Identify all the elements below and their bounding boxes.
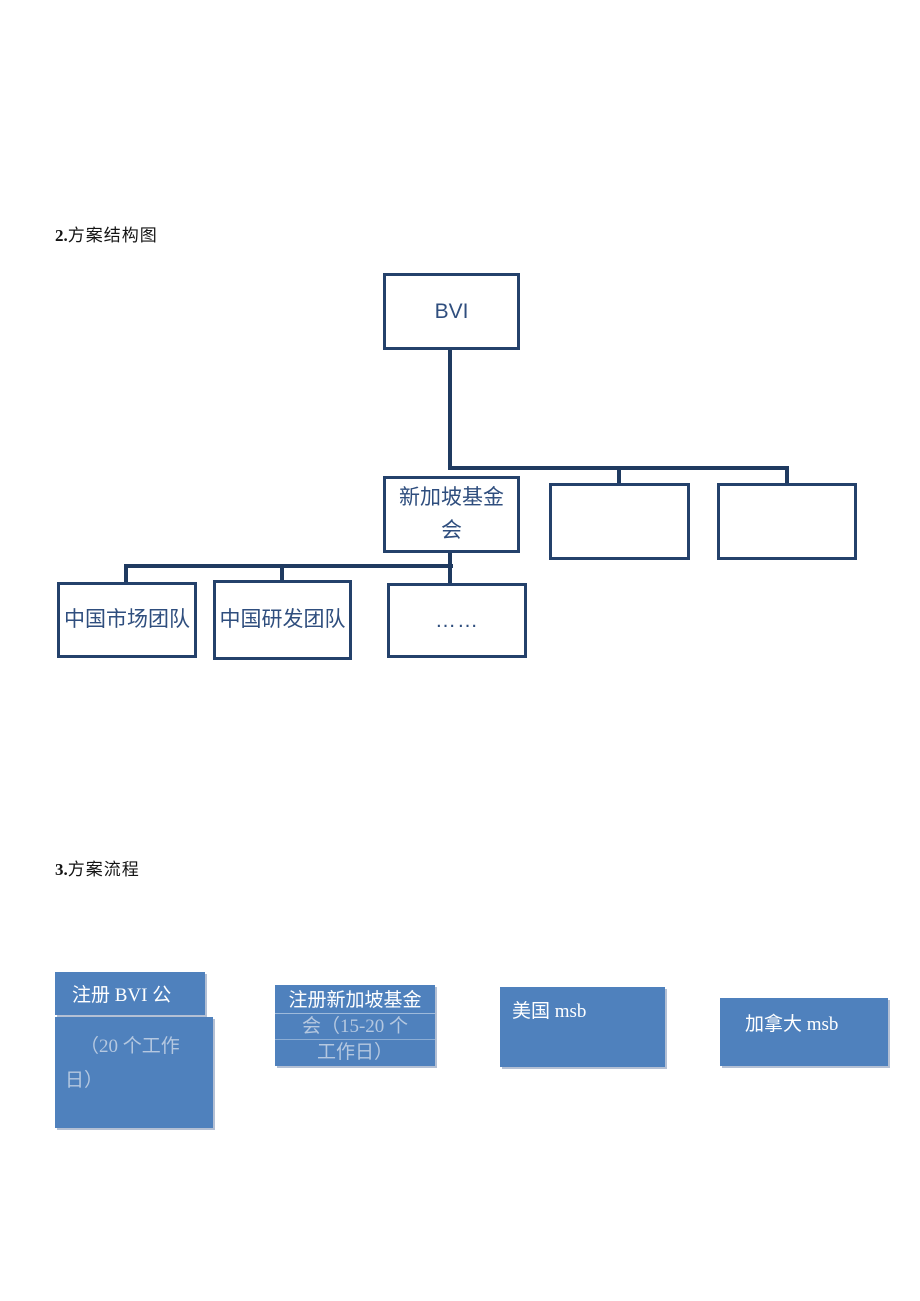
connector-drop-team-2 [280,568,284,581]
org-box-empty-2 [717,483,857,560]
org-box-china-market-team-label: 中国市场团队 [64,608,190,632]
org-box-empty-1 [549,483,690,560]
flow-step-singapore-fund-line-1: 注册新加坡基金 [275,988,435,1014]
flow-step-singapore-fund-box: 注册新加坡基金 会（15-20 个 工作日） [275,985,435,1066]
flow-step-bvi-title-box: 注册 BVI 公 [55,972,205,1015]
connector-top-horizontal [448,466,789,470]
section-number: 2. [55,226,68,245]
section-heading-structure: 2.方案结构图 [55,221,158,246]
flow-step-us-msb-box: 美国 msb [500,987,665,1067]
org-box-china-rd-team: 中国研发团队 [213,580,352,660]
flow-step-singapore-fund-line-2: 会（15-20 个 [275,1014,435,1040]
flow-step-us-msb-label: 美国 msb [512,1001,587,1022]
org-box-singapore-fund: 新加坡基金会 [383,476,520,553]
connector-bottom-horizontal [124,564,453,568]
connector-bvi-down [448,350,452,467]
org-box-china-rd-team-label: 中国研发团队 [219,608,346,632]
org-box-singapore-fund-label: 新加坡基金会 [399,485,504,542]
flow-step-bvi-label: 注册 BVI 公 [72,985,172,1006]
flow-step-bvi-duration-line-1: （20 个工作 [80,1036,180,1057]
section-number: 3. [55,860,68,879]
flow-step-canada-msb-box: 加拿大 msb [720,998,888,1066]
org-box-bvi: BVI [383,273,520,350]
flow-step-bvi-duration-box: （20 个工作 日） [55,1017,213,1128]
flow-step-bvi-duration-line-2: 日） [65,1070,104,1091]
connector-drop-empty-box-1 [617,470,621,484]
org-box-china-market-team: 中国市场团队 [57,582,197,658]
connector-drop-empty-box-2 [785,470,789,484]
org-box-bvi-label: BVI [434,299,469,323]
flow-step-canada-msb-label: 加拿大 msb [745,1014,839,1035]
org-box-ellipsis-label: …… [435,608,479,632]
org-box-ellipsis: …… [387,583,527,658]
section-heading-flow: 3.方案流程 [55,855,140,880]
section-title: 方案结构图 [67,226,158,245]
flow-step-singapore-fund-line-3: 工作日） [316,1042,393,1063]
connector-fund-down [448,553,452,584]
section-title: 方案流程 [67,860,140,879]
connector-drop-team-1 [124,568,128,583]
